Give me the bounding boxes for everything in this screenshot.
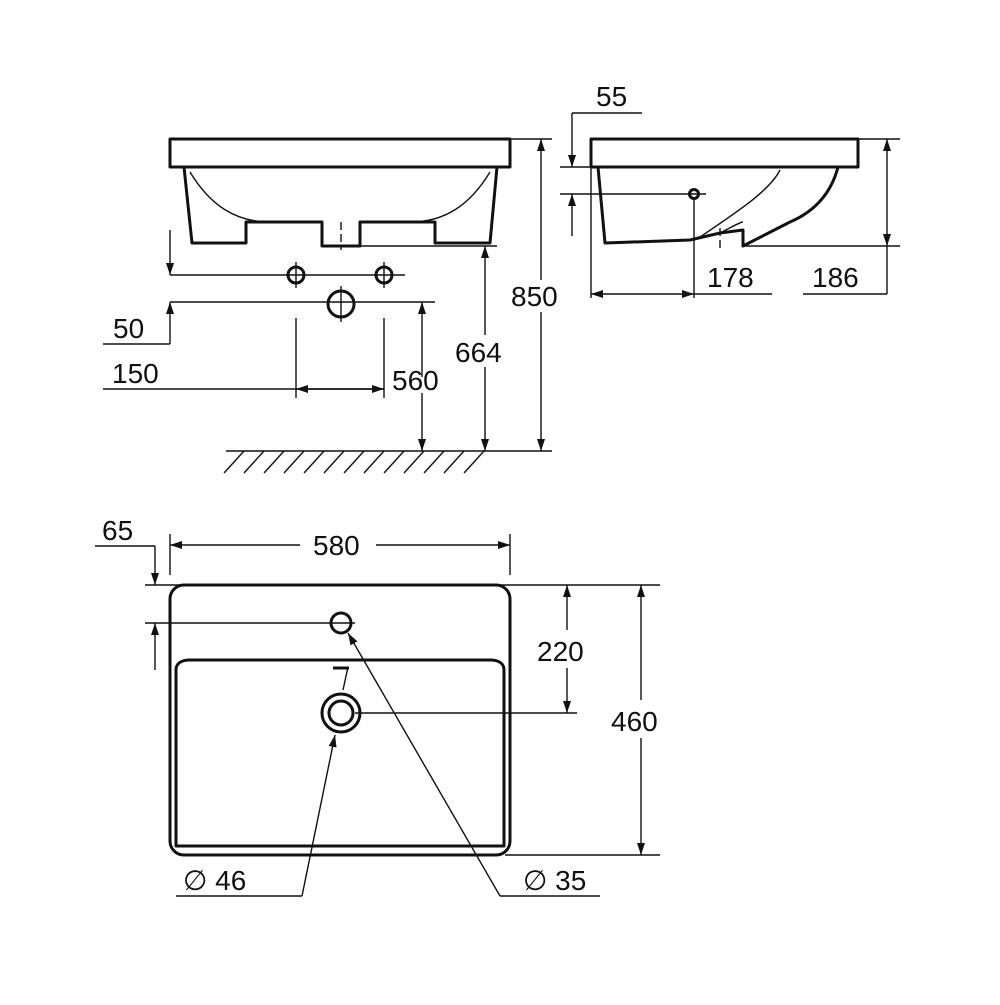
dim-220-label: 220 — [537, 636, 584, 667]
hatch-line — [423, 450, 445, 474]
side-bowl-inner-curve — [699, 169, 781, 238]
dim-50-label: 50 — [113, 313, 144, 344]
hatch-line — [303, 450, 325, 474]
dia-46-leader — [301, 734, 337, 897]
dim-178-label: 178 — [707, 262, 754, 293]
side-bowl-outline — [596, 166, 840, 248]
dia-46-inner-leader — [342, 666, 349, 691]
top-view: 580 65 220 460 ∅ 46 ∅ 35 — [95, 515, 660, 897]
hatch-line — [383, 450, 405, 474]
front-rim — [168, 137, 512, 169]
hatch-line — [443, 450, 465, 474]
top-outline — [168, 583, 512, 857]
hatch-line — [343, 450, 365, 474]
hatch-line — [323, 450, 345, 474]
floor-hatching — [223, 450, 485, 474]
hatch-line — [403, 450, 425, 474]
dim-580-label: 580 — [313, 530, 360, 561]
hatch-line — [463, 450, 485, 474]
hatch-line — [283, 450, 305, 474]
dim-55-label: 55 — [596, 81, 627, 112]
front-bowl-inner-curve — [189, 171, 491, 223]
hatch-line — [363, 450, 385, 474]
dim-560-label: 560 — [392, 365, 439, 396]
dim-664-label: 664 — [455, 337, 502, 368]
dim-186-label: 186 — [812, 262, 859, 293]
dim-850-label: 850 — [511, 281, 558, 312]
hatch-line — [223, 450, 245, 474]
dim-65-label: 65 — [102, 515, 133, 546]
top-bowl-outline — [174, 658, 506, 848]
dim-150-label: 150 — [112, 358, 159, 389]
side-view: 55 178 186 — [560, 81, 900, 298]
side-rim — [589, 137, 860, 169]
dim-460-label: 460 — [611, 706, 658, 737]
dia-35-leader — [347, 632, 501, 897]
top-waste-inner — [327, 699, 355, 727]
dia-46-label: ∅ 46 — [183, 865, 246, 896]
hatch-line — [243, 450, 265, 474]
dia-35-label: ∅ 35 — [523, 865, 586, 896]
front-view: 50 150 560 664 850 — [103, 137, 558, 474]
hatch-line — [263, 450, 285, 474]
